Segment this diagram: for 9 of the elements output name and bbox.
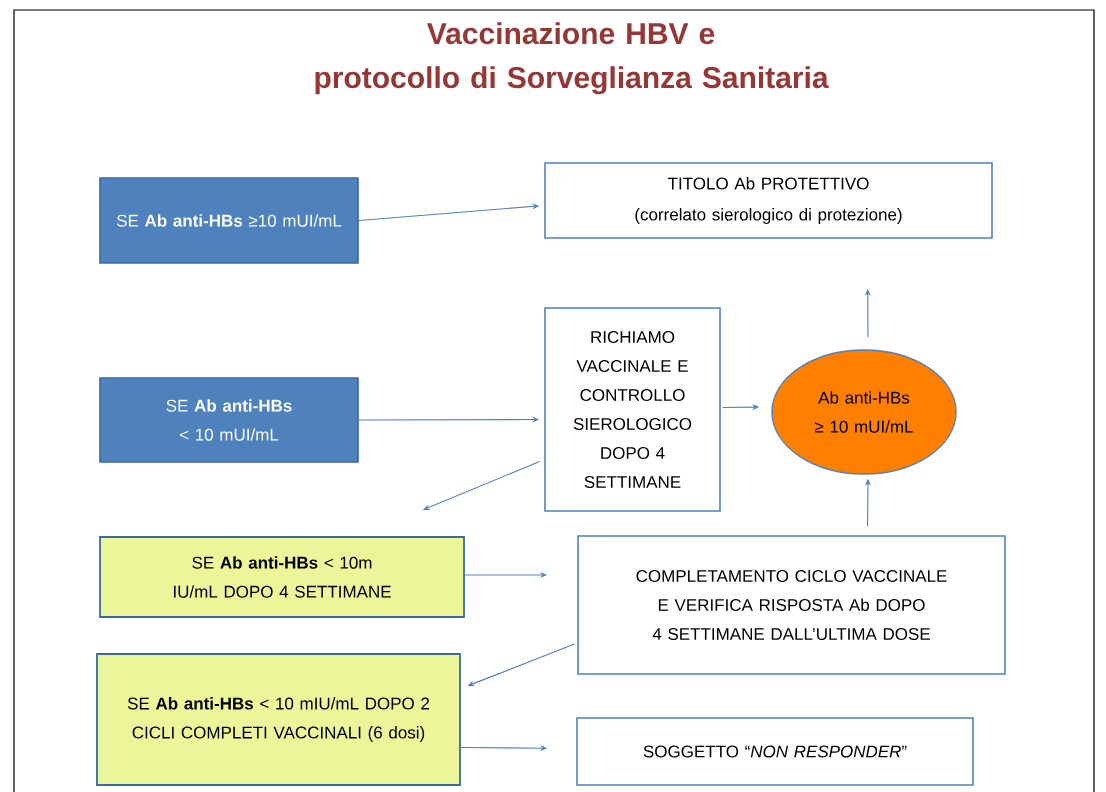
process-box: SOGGETTO “NON RESPONDER” [576, 717, 974, 786]
condition-box: SE Ab anti-HBs < 10 mUI/mL [99, 377, 359, 463]
process-box: RICHIAMO VACCINALE E CONTROLLO SIEROLOGICO DOPO 4 SETTIMANE [544, 307, 721, 512]
process-box: COMPLETAMENTO CICLO VACCINALE E VERIFICA RISPOSTA Ab DOPO 4 SETTIMANE DALL’ULTIMA DOSE [577, 535, 1006, 675]
title: Vaccinazione HBV e protocollo di Sorveglianza Sanitaria [315, 22, 829, 95]
process-box: TITOLO Ab PROTETTIVO (correlato sierologico di protezione) [544, 162, 993, 239]
condition-box: SE Ab anti-HBs ≥10 mUI/mL [99, 177, 359, 264]
condition-box: SE Ab anti-HBs < 10 mIU/mL DOPO 2 CICLI COMPLETI VACCINALI (6 dosi) [96, 653, 461, 786]
condition-box: SE Ab anti-HBs < 10m IU/mL DOPO 4 SETTIMANE [99, 536, 465, 618]
